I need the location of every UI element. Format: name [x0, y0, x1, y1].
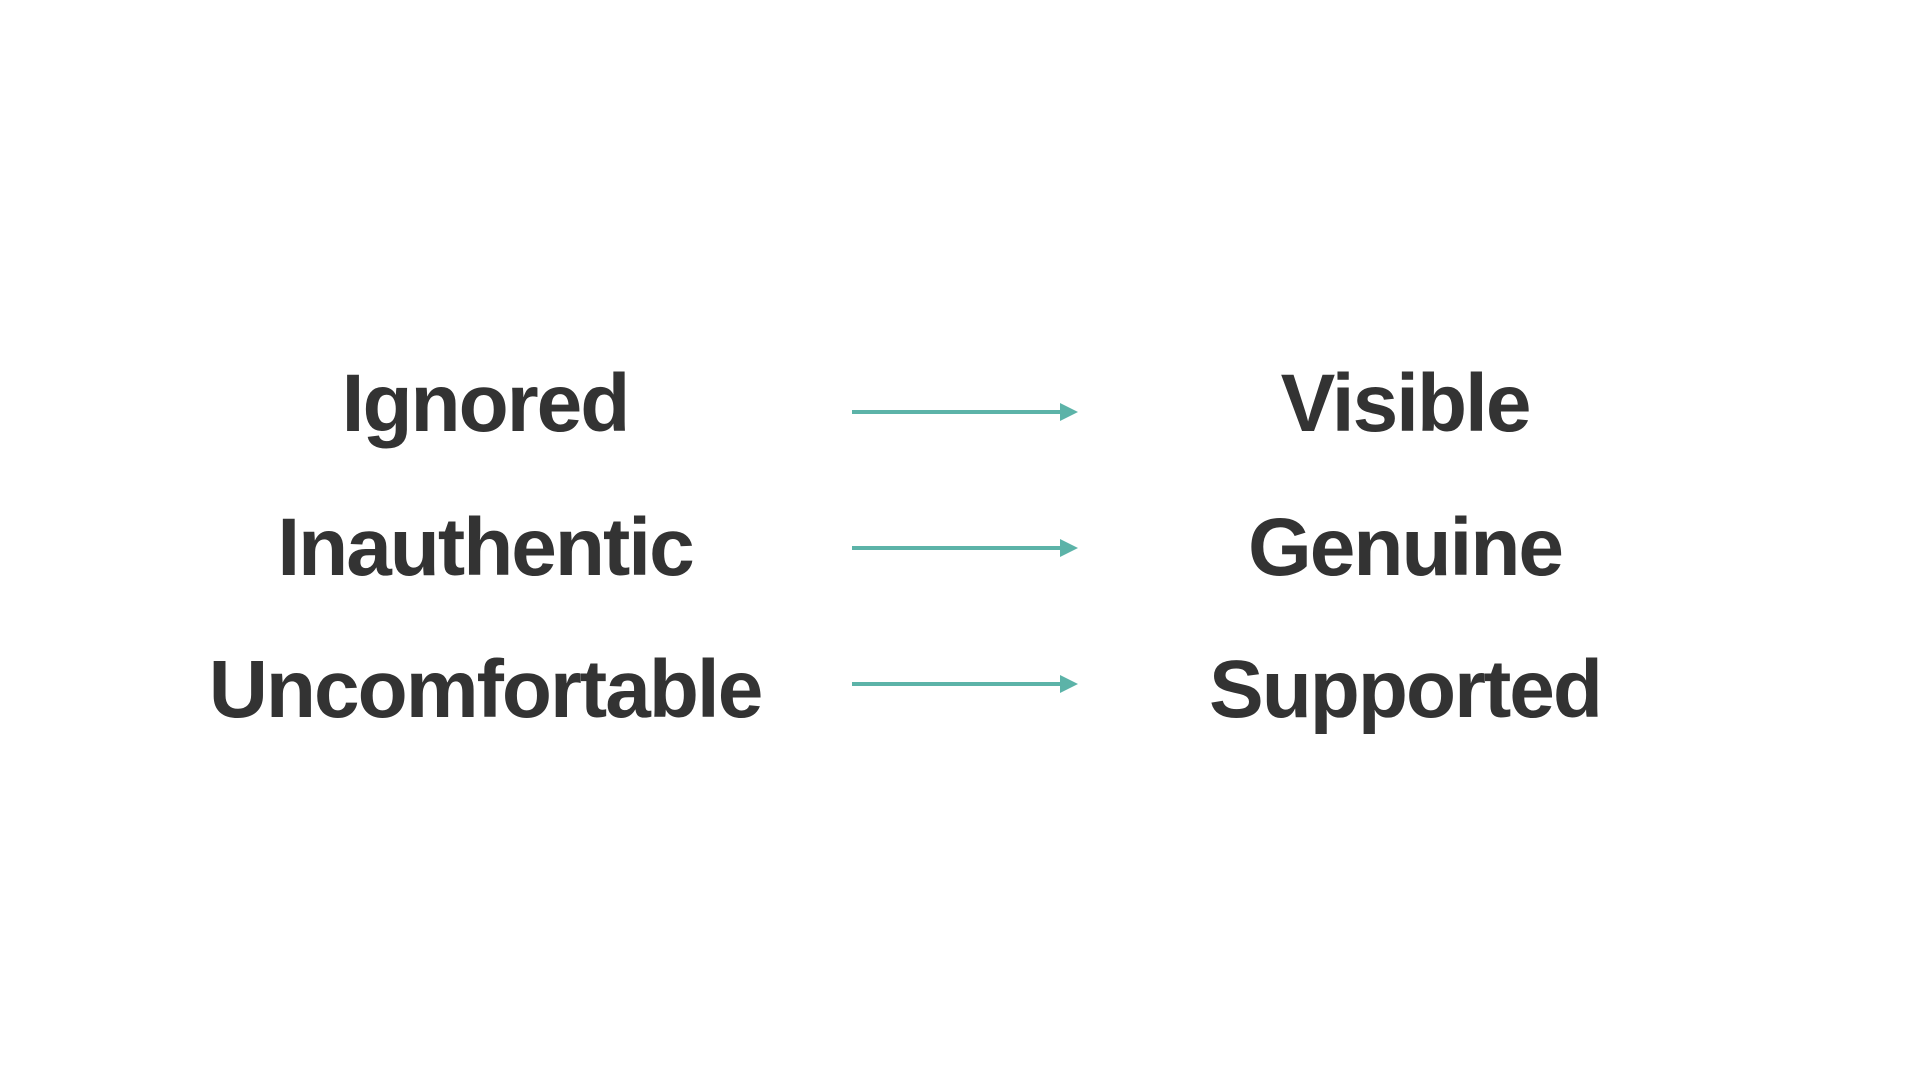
from-word-uncomfortable: Uncomfortable	[208, 644, 764, 735]
right-arrow-icon	[852, 539, 1078, 557]
to-word-visible: Visible	[1280, 358, 1532, 449]
from-word-ignored: Ignored	[341, 358, 631, 449]
to-word-supported: Supported	[1209, 644, 1603, 735]
from-word-inauthentic: Inauthentic	[277, 502, 694, 593]
right-arrow-icon	[852, 675, 1078, 693]
right-arrow-icon	[852, 403, 1078, 421]
to-word-genuine: Genuine	[1247, 502, 1564, 593]
